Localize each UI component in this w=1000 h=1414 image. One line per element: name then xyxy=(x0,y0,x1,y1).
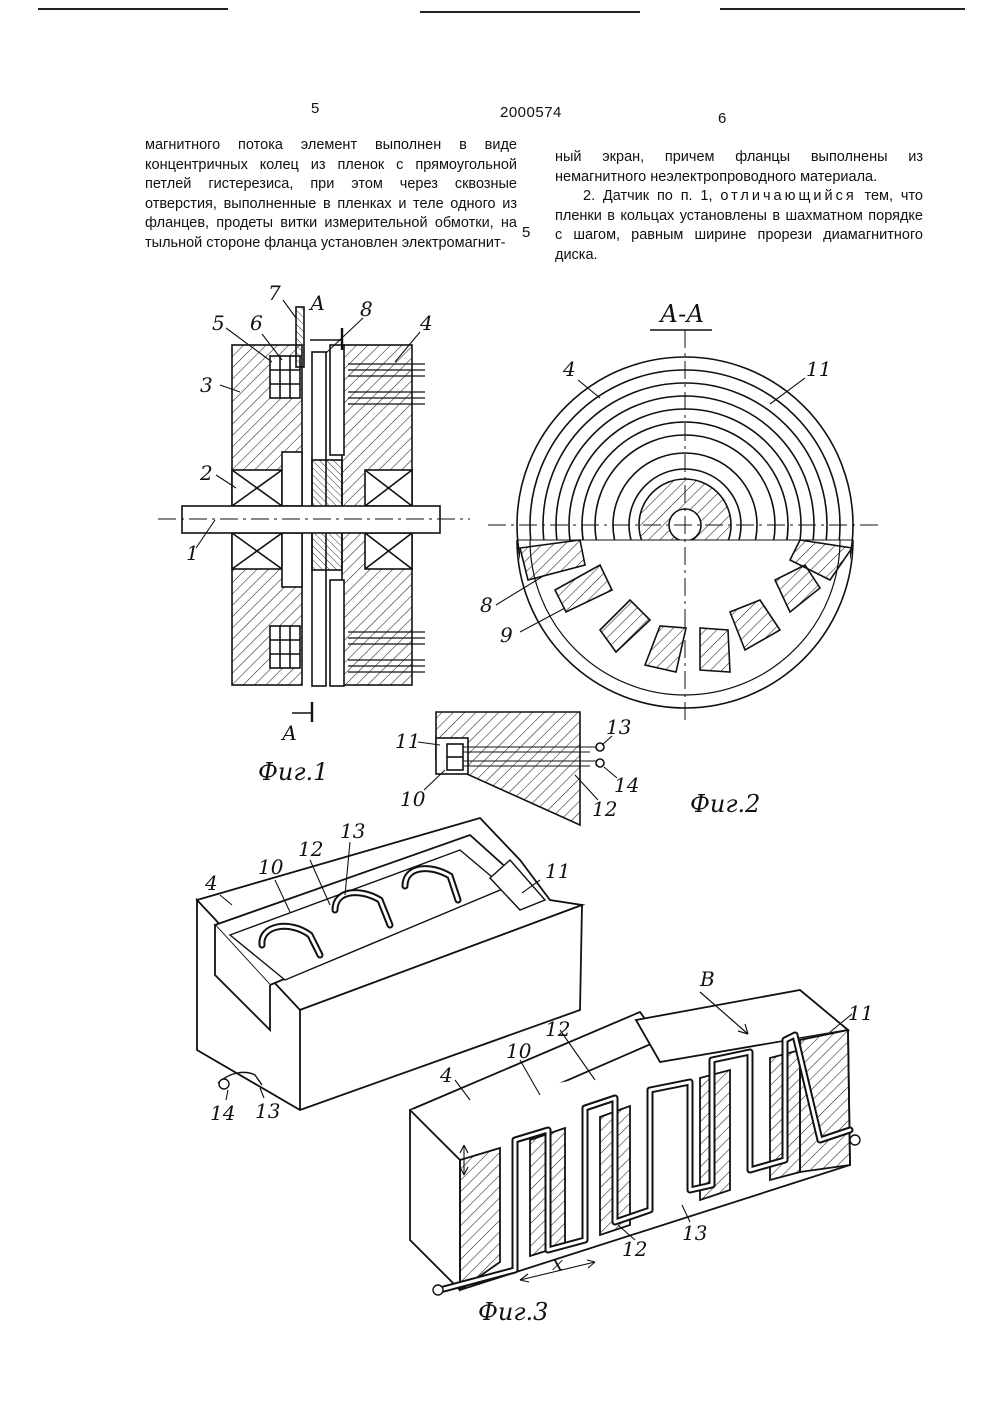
fig2-label-4: 4 xyxy=(562,357,576,381)
fig3-top-label-10: 10 xyxy=(258,855,284,879)
fig1-strip-7 xyxy=(296,307,304,367)
fig2-label-11: 11 xyxy=(806,357,831,381)
fig2-detail-label-13: 13 xyxy=(606,715,631,739)
fig1-label-2: 2 xyxy=(199,461,213,485)
fig3-top-label-13b: 13 xyxy=(255,1099,280,1123)
fig1-label-5: 5 xyxy=(212,311,225,335)
fig3b-label-12-top: 12 xyxy=(545,1017,570,1041)
fig1-label-6: 6 xyxy=(250,311,263,335)
fig3b-label-B: В xyxy=(699,967,715,991)
fig1-label-4: 4 xyxy=(419,311,433,335)
fig2-caption: Фиг.2 xyxy=(690,790,760,818)
fig2-label-8: 8 xyxy=(480,593,493,617)
figure-1 xyxy=(158,300,470,722)
figure-2-detail xyxy=(418,712,617,825)
fig1-caption: Фиг.1 xyxy=(258,758,328,786)
fig3b-label-11: 11 xyxy=(848,1001,873,1025)
fig3b-label-x: x xyxy=(552,1251,563,1275)
fig1-label-A-top: А xyxy=(308,291,325,315)
fig3-top-label-11: 11 xyxy=(545,859,570,883)
fig1-label-1: 1 xyxy=(186,541,199,565)
fig2-detail-label-11: 11 xyxy=(395,729,420,753)
fig2-detail-label-10: 10 xyxy=(400,787,426,811)
fig3b-label-13: 13 xyxy=(682,1221,707,1245)
fig2-detail-label-14: 14 xyxy=(614,773,639,797)
fig3b-label-4: 4 xyxy=(439,1063,453,1087)
fig2-detail-label-12: 12 xyxy=(592,797,617,821)
fig1-label-8: 8 xyxy=(360,297,373,321)
fig3b-label-12-bottom: 12 xyxy=(622,1237,647,1261)
fig3-top-label-12: 12 xyxy=(298,837,323,861)
fig3-caption: Фиг.3 xyxy=(478,1298,548,1326)
fig3-top-label-14: 14 xyxy=(210,1101,235,1125)
fig1-label-A-bottom: А xyxy=(280,721,297,745)
fig3b-label-10: 10 xyxy=(506,1039,532,1063)
fig1-film-block-bottom xyxy=(270,626,300,668)
figure-2 xyxy=(488,330,880,725)
fig3-top-label-13: 13 xyxy=(340,819,365,843)
fig2-section-title: А-А xyxy=(658,300,704,328)
fig1-label-7: 7 xyxy=(268,281,281,305)
fig2-label-9: 9 xyxy=(500,623,513,647)
fig1-label-3: 3 xyxy=(200,373,213,397)
fig3-top-label-4: 4 xyxy=(204,871,218,895)
